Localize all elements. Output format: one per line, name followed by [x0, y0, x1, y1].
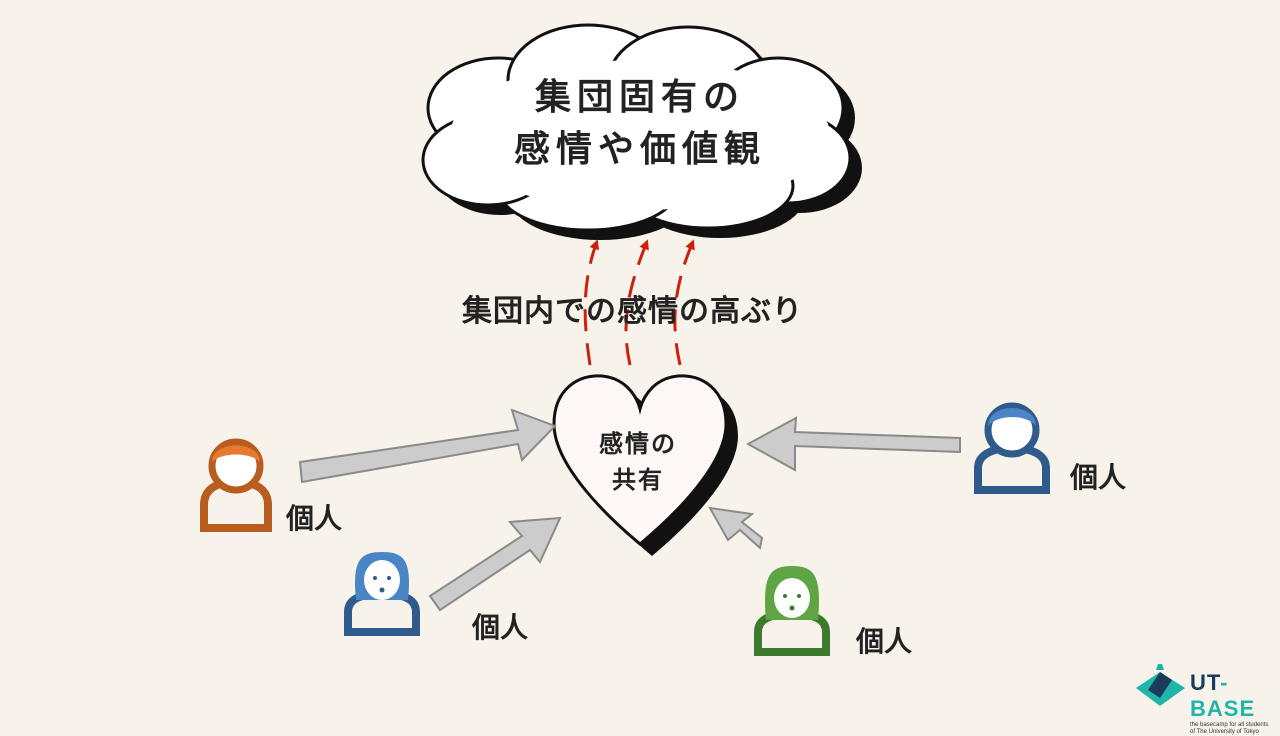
person-label-orange: 個人	[286, 502, 343, 535]
person-label-green-female: 個人	[856, 625, 913, 658]
arrow-left-bottom	[428, 516, 562, 612]
heart-line-1: 感情の	[599, 430, 677, 458]
logo: UT-BASE the basecamp for all students of…	[1190, 670, 1280, 736]
heart-label: 感情の 共有	[578, 426, 698, 498]
rise-arrow-middle	[624, 239, 649, 366]
logo-name-part1: UT	[1190, 670, 1221, 695]
arrow-right-bottom	[708, 506, 764, 550]
logo-name-part2: -BASE	[1190, 670, 1256, 721]
person-icon-blue-male	[974, 402, 1050, 494]
person-label-blue-male: 個人	[1070, 461, 1127, 494]
heart	[552, 374, 728, 546]
arrow-right-top	[745, 416, 961, 472]
cloud-line-1: 集団固有の	[534, 77, 745, 118]
rise-arrow-right	[673, 239, 695, 366]
rise-label: 集団内での感情の高ぶり	[462, 294, 803, 329]
diagram-canvas	[200, 23, 1185, 706]
rise-arrow-left	[583, 239, 600, 366]
logo-name: UT-BASE	[1190, 670, 1280, 722]
person-label-blue-female: 個人	[472, 611, 529, 644]
logo-icon	[1136, 664, 1185, 706]
person-icon-blue-female	[344, 552, 420, 636]
cloud-line-2: 感情や価値観	[513, 129, 766, 170]
cloud-fill	[450, 60, 830, 210]
person-icon-orange	[200, 438, 272, 532]
logo-tagline: the basecamp for all students of The Uni…	[1190, 722, 1269, 735]
diagram: 集団固有の 感情や価値観 集団内での感情の高ぶり 感情の 共有 個人 個人 個人…	[200, 23, 1268, 735]
heart-line-2: 共有	[612, 466, 664, 494]
cloud-title: 集団固有の 感情や価値観	[440, 72, 840, 176]
rise-arrows	[583, 239, 695, 366]
person-icon-green-female	[754, 566, 830, 656]
flow-arrows	[298, 408, 961, 612]
arrow-left-top	[298, 408, 557, 484]
